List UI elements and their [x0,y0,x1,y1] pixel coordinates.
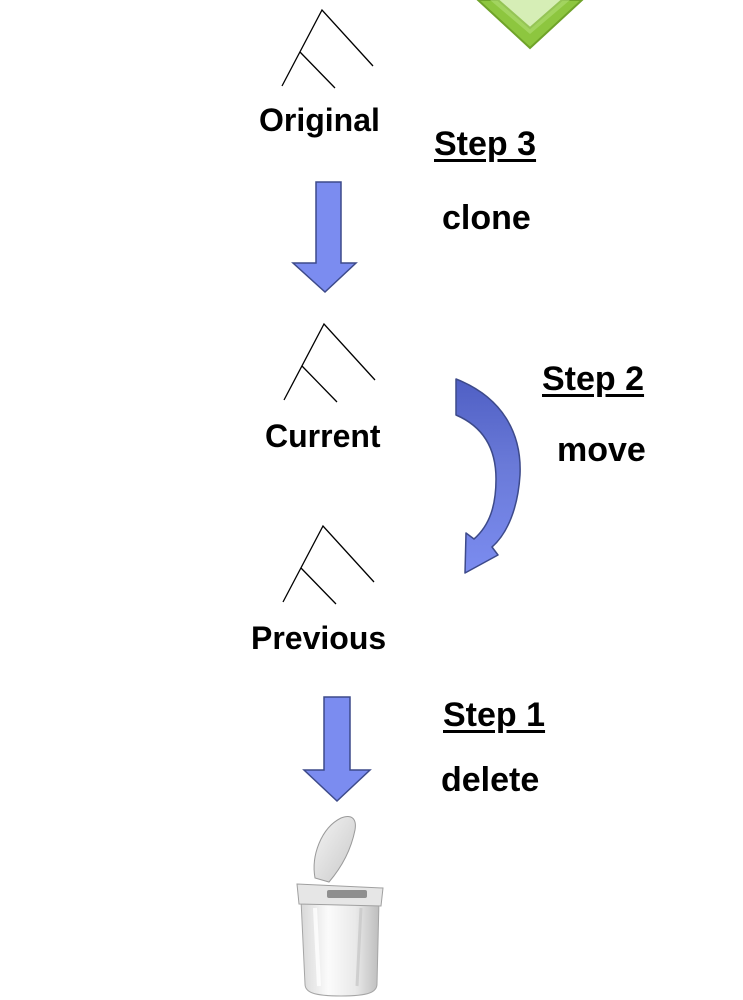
trash-can-icon [296,816,384,997]
checkmark-icon [476,0,584,50]
tree-icon [282,524,375,605]
curved-arrow-move [455,378,521,574]
node-label-original: Original [259,102,380,138]
step2-title: Step 2 [542,360,645,398]
down-arrow-delete [302,696,372,803]
node-label-previous: Previous [251,620,387,656]
node-label-current: Current [265,418,381,454]
step1-action: delete [441,761,540,799]
step1-title: Step 1 [443,696,546,734]
down-arrow-clone [291,181,358,294]
step2-action: move [557,431,646,469]
tree-icon [281,8,374,89]
step3-action: clone [442,199,531,237]
tree-icon [283,322,376,403]
step3-title: Step 3 [434,125,537,163]
